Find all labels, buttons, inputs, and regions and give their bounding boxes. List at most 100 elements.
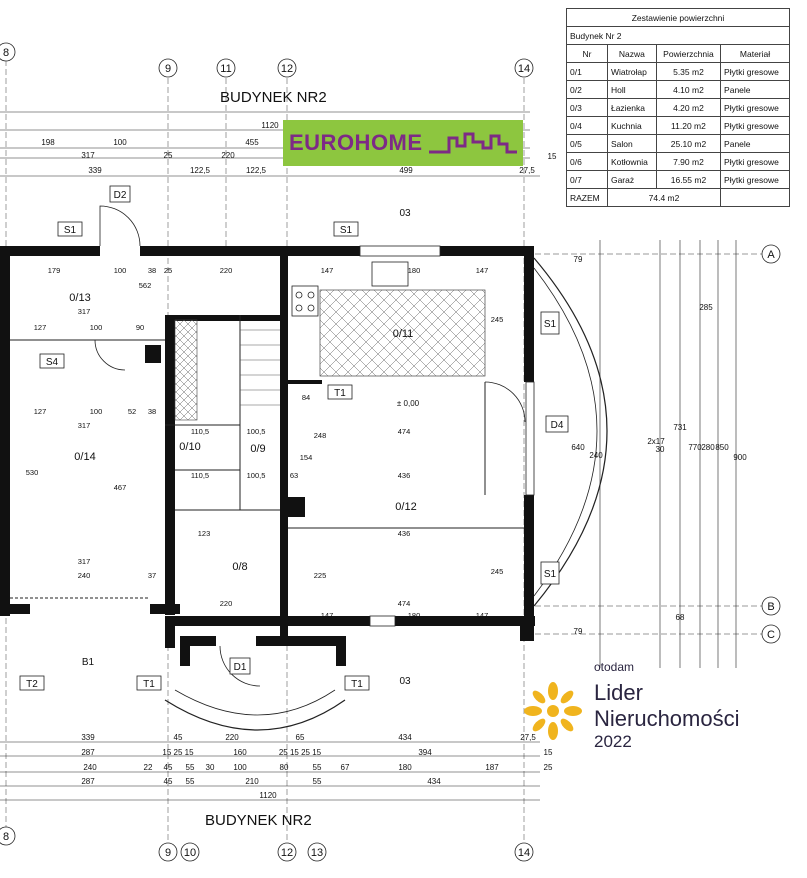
dim-inner-225: 225 [314, 571, 327, 580]
section-t1-right: T1 [351, 679, 363, 690]
table-cell: Panele [720, 134, 790, 153]
dim-inner-436-b: 436 [398, 529, 411, 538]
door-d2-label: D2 [114, 190, 127, 201]
dim-bottom-25: 25 [544, 763, 553, 772]
dim-inner-147-b: 147 [476, 266, 489, 275]
dim-bottom-434: 434 [398, 733, 412, 742]
dim-bottom-160: 160 [233, 748, 247, 757]
marker-b1: B1 [82, 657, 95, 668]
marker-03-top: 03 [399, 208, 411, 219]
dim-right-68: 68 [676, 613, 685, 622]
table-cell: Płytki gresowe [720, 98, 790, 117]
dim-bottom-100: 100 [233, 763, 247, 772]
table-cell: 0/5 [566, 134, 608, 153]
axis-label-bottom-14: 14 [518, 847, 530, 859]
axis-bubbles [0, 42, 781, 862]
dim-right-280: 280 [701, 443, 715, 452]
stove [291, 285, 319, 317]
dim-top-1120: 1120 [261, 121, 279, 130]
dim-inner-110-5-a: 110,5 [191, 427, 209, 436]
dim-inner-147-a: 147 [321, 266, 334, 275]
stairs [240, 329, 280, 406]
axis-label-bottom-12: 12 [281, 847, 293, 859]
title-top: BUDYNEK NR2 [220, 89, 327, 106]
table-row: 0/4 Kuchnia 11.20 m2 Płytki gresowe [566, 116, 790, 135]
table-cell: 0/7 [566, 170, 608, 189]
table-cell: Płytki gresowe [720, 116, 790, 135]
kitchen-tile-area [319, 289, 486, 377]
dim-bottom-45c: 45 [164, 777, 173, 786]
dim-bottom-287: 287 [81, 748, 95, 757]
dim-bottom-240: 240 [83, 763, 97, 772]
table-header-nr: Nr [566, 44, 608, 63]
dim-inner-100-5-b: 100,5 [247, 471, 266, 480]
dim-right-30: 30 [656, 445, 665, 454]
dim-inner-562: 562 [139, 281, 152, 290]
dim-top-317: 317 [81, 151, 95, 160]
dim-right-850: 850 [715, 443, 729, 452]
table-row: 0/3 Łazienka 4.20 m2 Płytki gresowe [566, 98, 790, 117]
dim-bottom-25-15-25-15: 25 15 25 15 [279, 748, 322, 757]
table-cell: 0/3 [566, 98, 608, 117]
dim-bottom-55: 55 [186, 763, 195, 772]
table-header-name: Nazwa [606, 44, 657, 63]
dim-inner-90: 90 [136, 323, 144, 332]
dim-right-79-top: 79 [574, 255, 583, 264]
dim-top-25: 25 [164, 151, 173, 160]
dim-inner-467: 467 [114, 483, 127, 492]
dim-inner-100-c: 100 [90, 407, 103, 416]
dim-inner-240: 240 [78, 571, 91, 580]
otodam-award-badge: otodam Lider Nieruchomości 2022 [524, 660, 774, 760]
table-cell: Płytki gresowe [720, 152, 790, 171]
dim-top-100: 100 [113, 138, 127, 147]
dim-bottom-67: 67 [341, 763, 350, 772]
city-skyline-icon [429, 132, 517, 154]
bay-window-inner [533, 267, 598, 597]
table-row: 0/6 Kotłownia 7.90 m2 Płytki gresowe [566, 152, 790, 171]
bay-window-outer [533, 257, 608, 607]
table-total-row: RAZEM 74.4 m2 [566, 188, 790, 207]
axis-label-a: A [767, 249, 775, 261]
logo-text: EUROHOME [289, 130, 423, 155]
dim-bottom-180: 180 [398, 763, 412, 772]
section-t1-left: T1 [143, 679, 155, 690]
dim-inner-100-5-a: 100,5 [247, 427, 266, 436]
section-s1-right-top: S1 [544, 319, 557, 330]
dim-inner-110-5-b: 110,5 [191, 471, 209, 480]
door-d1-label: D1 [234, 662, 247, 673]
axis-label-top-8: 8 [3, 47, 9, 59]
axis-label-c: C [767, 629, 775, 641]
dim-bottom-65: 65 [296, 733, 305, 742]
dim-inner-123: 123 [198, 529, 211, 538]
dim-bottom-434b: 434 [427, 777, 441, 786]
table-row: 0/2 Holl 4.10 m2 Panele [566, 80, 790, 99]
dim-inner-52: 52 [128, 407, 136, 416]
porch-curve-outer [164, 699, 346, 731]
dim-top-27-5: 27,5 [519, 166, 535, 175]
table-header-area: Powierzchnia [655, 44, 722, 63]
dim-inner-220: 220 [220, 266, 233, 275]
table-title: Zestawienie powierzchni [566, 8, 790, 27]
table-cell: Garaż [606, 170, 657, 189]
section-s1-top-left: S1 [64, 225, 77, 236]
room-0-9: 0/9 [250, 443, 265, 455]
sink [371, 261, 409, 287]
dim-inner-317-a: 317 [78, 307, 91, 316]
dim-inner-100: 100 [114, 266, 127, 275]
room-0-8: 0/8 [232, 561, 247, 573]
room-0-13: 0/13 [69, 292, 90, 304]
door-d4 [484, 381, 526, 423]
dim-bottom-15-25-15: 15 25 15 [162, 748, 194, 757]
section-s1-right-bottom: S1 [544, 569, 557, 580]
dim-inner-127-b: 127 [34, 407, 47, 416]
badge-line-1: Lider [594, 680, 643, 705]
table-cell: Salon [606, 134, 657, 153]
dim-bottom-55c: 55 [186, 777, 195, 786]
table-cell: 0/4 [566, 116, 608, 135]
dim-top-122-5-a: 122,5 [190, 166, 211, 175]
axis-label-bottom-13: 13 [311, 847, 323, 859]
axis-label-bottom-9: 9 [165, 847, 171, 859]
axis-label-top-11: 11 [220, 63, 231, 75]
dim-inner-248: 248 [314, 431, 327, 440]
